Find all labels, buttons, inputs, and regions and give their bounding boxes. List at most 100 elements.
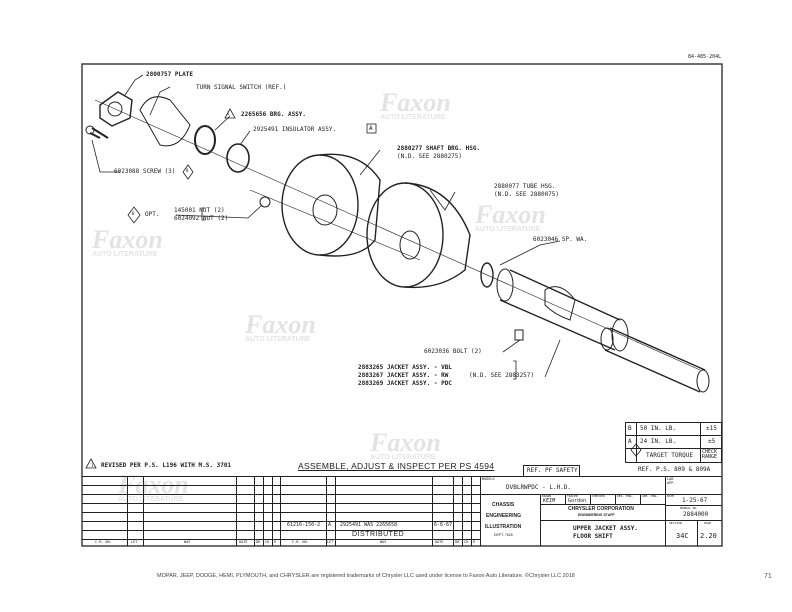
page-number: 71 bbox=[764, 573, 772, 580]
outer-tube-part bbox=[604, 327, 706, 393]
col-header: DR bbox=[455, 540, 460, 544]
checker-label: CHECKER bbox=[592, 494, 605, 498]
col-header: LET bbox=[131, 540, 138, 544]
callout-insulator: 2925491 INSULATOR ASSY. bbox=[253, 126, 337, 133]
col-header: CK bbox=[464, 540, 469, 544]
flag-label: B bbox=[186, 168, 189, 173]
jacket-part bbox=[499, 269, 621, 351]
tube-housing-part bbox=[366, 182, 444, 288]
assemble-note: ASSEMBLE, ADJUST & INSPECT PER PS 4594 bbox=[298, 461, 495, 471]
torque-diamond-flag bbox=[127, 206, 141, 224]
section-label: SECTION bbox=[669, 521, 682, 525]
manual-number: 2884000 bbox=[683, 511, 709, 518]
dept-chassis: CHASSIS bbox=[492, 502, 515, 508]
revision-cr: 61216-150-2 bbox=[287, 522, 321, 528]
models-label: MODELS bbox=[482, 477, 495, 481]
col-header: WAS bbox=[184, 540, 191, 544]
drawing-border bbox=[81, 63, 723, 547]
insulator-part bbox=[226, 143, 250, 173]
revision-let: A bbox=[328, 522, 332, 528]
date-label: DATE bbox=[667, 494, 675, 498]
callout-opt: OPT. bbox=[145, 211, 160, 218]
callout-turn-signal-switch: TURN SIGNAL SWITCH (REF.) bbox=[196, 84, 287, 91]
revision-triangle-flag bbox=[224, 108, 236, 119]
revision-was: 2925491 WAS 2265658 bbox=[340, 522, 398, 528]
callout-plate: 2800757 PLATE bbox=[146, 71, 193, 78]
col-header: C.R. NO. bbox=[95, 540, 112, 544]
insulator-box-label: A bbox=[369, 125, 373, 132]
lab-app-label: LAB APP. bbox=[667, 477, 676, 485]
callout-nut-2: 6024092 NUT (2) bbox=[174, 215, 229, 222]
col-header: C.R. NO. bbox=[292, 540, 309, 544]
callout-bearing: 2265656 BRG. ASSY. bbox=[241, 111, 307, 118]
des-eng-label: DES. ENG. bbox=[617, 494, 634, 498]
plate-part bbox=[99, 91, 133, 127]
torque-box-flag bbox=[366, 123, 377, 134]
turn-signal-switch-part bbox=[139, 96, 191, 147]
revised-note: REVISED PER P.S. L196 WITH M.S. 3701 bbox=[101, 462, 232, 469]
torque-value: 50 IN. LB. bbox=[640, 425, 677, 432]
revision-date: 6-6-67 bbox=[434, 522, 453, 528]
flag-label: B bbox=[132, 211, 135, 216]
callout-nut-1: 145001 NUT (2) bbox=[174, 207, 225, 214]
callout-spring-washer: 6023046 SP. WA. bbox=[533, 236, 588, 243]
col-header: WAS bbox=[380, 540, 387, 544]
callout-shaft-housing-note: (N.D. SEE 2880275) bbox=[397, 153, 463, 160]
corporation-name: CHRYSLER CORPORATION bbox=[568, 506, 634, 512]
ref-ps-note: REF. P.S. 809 & 809A bbox=[638, 466, 711, 473]
torque-key: A bbox=[628, 438, 632, 445]
col-header: LET bbox=[327, 540, 334, 544]
torque-range: ±5 bbox=[708, 438, 716, 445]
callout-jacket-rw: 2883267 JACKET ASSY. - RW bbox=[358, 372, 449, 379]
date-value: 1-25-67 bbox=[682, 497, 708, 504]
section-value: 34C bbox=[676, 532, 689, 540]
flag-label: 1 bbox=[91, 463, 94, 468]
torque-table bbox=[625, 422, 722, 463]
callout-bolt: 6023036 BOLT (2) bbox=[424, 348, 482, 355]
drawn-label: DRAWN bbox=[542, 494, 552, 498]
distributed-stamp: DISTRIBUTED bbox=[352, 531, 405, 538]
engineering-staff: ENGINEERING STAFF bbox=[578, 513, 615, 517]
callout-jacket-pdc: 2883269 JACKET ASSY. - PDC bbox=[358, 380, 452, 387]
callout-tube-housing-note: (N.D. SEE 2880075) bbox=[494, 191, 560, 198]
spring-washer-part bbox=[480, 262, 494, 288]
trademark-notice: MOPAR, JEEP, DODGE, HEMI, PLYMOUTH, and … bbox=[157, 573, 575, 579]
shaft-housing-part bbox=[281, 154, 359, 256]
callout-tube-housing: 2880077 TUBE HSG. bbox=[494, 183, 556, 190]
col-header: R bbox=[473, 540, 476, 544]
callout-jacket-vbl: 2883265 JACKET ASSY. - VBL bbox=[358, 364, 452, 371]
traced-value: Gordon bbox=[568, 498, 587, 504]
col-header: CK bbox=[265, 540, 270, 544]
drawing-title: UPPER JACKET ASSY. bbox=[573, 525, 639, 532]
dept-illustration: ILLUSTRATION bbox=[485, 524, 522, 530]
ref-safety-label: REF. PF SAFETY bbox=[527, 467, 578, 474]
dept-number: DEPT. 7626 bbox=[494, 533, 513, 537]
check-range-label: CHECK RANGE bbox=[702, 449, 718, 460]
col-header: DR bbox=[256, 540, 261, 544]
torque-diamond-flag bbox=[182, 164, 194, 180]
col-header: R bbox=[274, 540, 277, 544]
callout-shaft-housing: 2880277 SHAFT BRG. HSG. bbox=[397, 145, 481, 152]
dept-engineering: ENGINEERING bbox=[486, 513, 522, 519]
drawing-subtitle: FLOOR SHIFT bbox=[573, 533, 613, 540]
manual-label: MANUAL NO. bbox=[680, 506, 699, 510]
torque-value: 24 IN. LB. bbox=[640, 438, 677, 445]
col-header: DATE bbox=[435, 540, 444, 544]
doc-number: 84-485-204L bbox=[688, 54, 722, 60]
target-torque-label: TARGET TORQUE bbox=[646, 452, 693, 459]
page-label: PAGE bbox=[704, 521, 712, 525]
torque-key: B bbox=[628, 425, 632, 432]
models-value: DVBLRWPDC - L.H.D. bbox=[506, 484, 572, 491]
bearing-part bbox=[194, 125, 216, 155]
apr-eng-label: APR. ENG. bbox=[642, 494, 659, 498]
drawn-value: KEIM bbox=[543, 498, 556, 504]
flag-label: 1 bbox=[227, 111, 230, 116]
nut-part bbox=[259, 196, 271, 208]
